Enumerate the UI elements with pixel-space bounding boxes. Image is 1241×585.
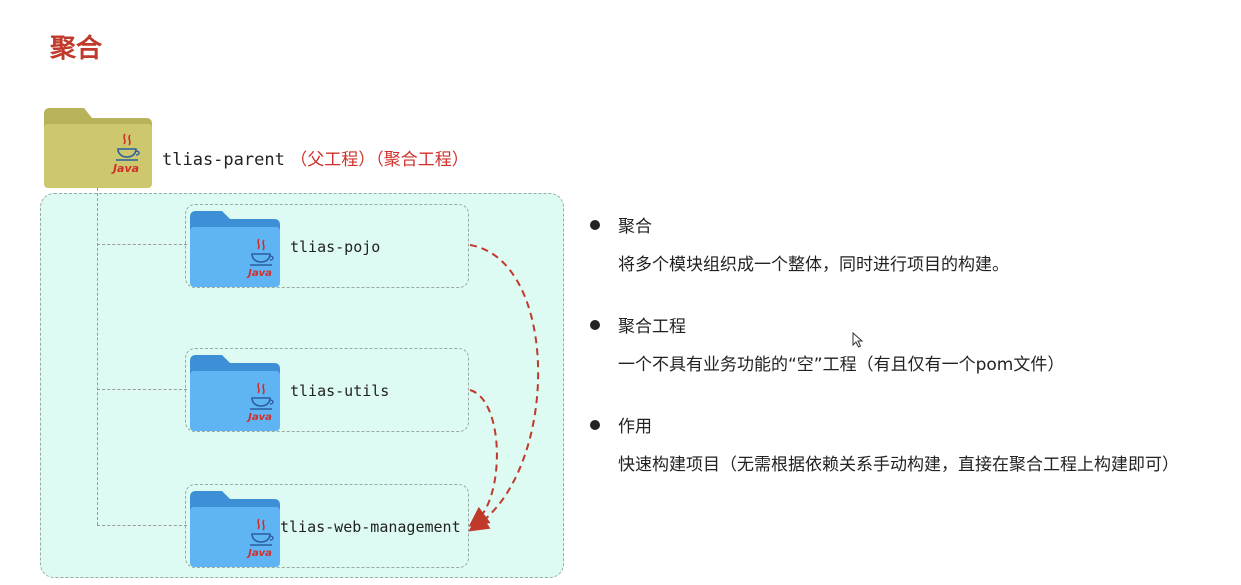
module-name: tlias-utils (290, 382, 390, 400)
svg-text:Java: Java (246, 412, 272, 423)
bullet-desc: 快速构建项目（无需根据依赖关系手动构建，直接在聚合工程上构建即可） (618, 455, 1179, 475)
svg-text:Java: Java (246, 548, 272, 559)
page-title: 聚合 (50, 34, 103, 64)
tree-branch-utils (97, 389, 187, 390)
bullet-desc: 一个不具有业务功能的“空”工程（有且仅有一个pom文件） (618, 355, 1065, 375)
module-tlias-web-management: Java tlias-web-management (185, 484, 469, 568)
module-tlias-utils: Java tlias-utils (185, 348, 469, 432)
module-name: tlias-pojo (290, 238, 381, 256)
java-folder-icon: Java (190, 355, 280, 431)
bullet-item: 聚合工程 (590, 312, 1230, 344)
bullet-title: 聚合工程 (618, 317, 686, 337)
java-folder-icon: Java (190, 491, 280, 567)
parent-name: tlias-parent (162, 150, 285, 170)
tree-branch-pojo (97, 244, 187, 245)
mouse-cursor-icon (852, 332, 864, 348)
parent-label: tlias-parent （父工程）（聚合工程） (162, 145, 469, 170)
parent-folder-icon: Java (44, 108, 152, 188)
svg-text:Java: Java (111, 162, 139, 175)
tree-branch-web (97, 525, 187, 526)
parent-tags: （父工程）（聚合工程） (290, 150, 469, 170)
module-tlias-pojo: Java tlias-pojo (185, 204, 469, 288)
bullet-item: 聚合 (590, 212, 1230, 244)
java-folder-icon: Java (190, 211, 280, 287)
bullet-dot-icon (590, 320, 600, 330)
bullet-desc: 将多个模块组织成一个整体，同时进行项目的构建。 (618, 255, 1009, 275)
bullet-item: 作用 (590, 412, 1230, 444)
tree-trunk (97, 188, 98, 525)
bullet-dot-icon (590, 220, 600, 230)
bullet-title: 作用 (618, 417, 652, 437)
bullet-title: 聚合 (618, 217, 652, 237)
info-panel: 聚合 将多个模块组织成一个整体，同时进行项目的构建。 聚合工程 一个不具有业务功… (590, 212, 1230, 512)
module-name: tlias-web-management (280, 518, 461, 536)
svg-text:Java: Java (246, 268, 272, 279)
bullet-dot-icon (590, 420, 600, 430)
